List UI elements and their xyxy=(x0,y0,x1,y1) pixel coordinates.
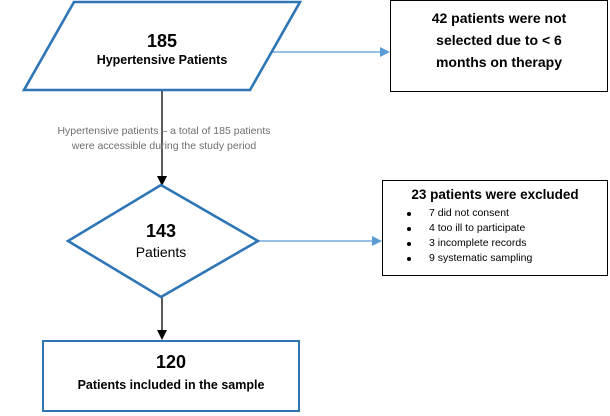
start-label: Hypertensive Patients xyxy=(96,53,228,67)
start-parallelogram xyxy=(21,0,303,92)
bullet-icon xyxy=(407,241,411,246)
excluded-reason-item: 9 systematic sampling xyxy=(383,251,607,266)
note-annotation: Hypertensive patients – a total of 185 p… xyxy=(14,124,314,154)
bullet-icon xyxy=(407,226,411,231)
middle-diamond xyxy=(65,183,261,299)
excluded-reason-item: 4 too ill to participate xyxy=(383,221,607,236)
excluded-reason-text: 9 systematic sampling xyxy=(429,252,533,264)
excluded-reason-text: 4 too ill to participate xyxy=(429,222,526,234)
middle-count: 143 xyxy=(145,221,177,241)
not-selected-line-3: months on therapy xyxy=(435,54,562,70)
final-label: Patients included in the sample xyxy=(77,378,265,392)
bullet-icon xyxy=(407,211,411,216)
bullet-icon xyxy=(407,256,411,261)
note-line-2: were accessible during the study period xyxy=(71,140,257,153)
note-line-1: Hypertensive patients – a total of 185 p… xyxy=(57,125,271,137)
start-node-text: 185 Hypertensive Patients xyxy=(40,30,284,68)
middle-label: Patients xyxy=(135,244,187,260)
excluded-reason-item: 7 did not consent xyxy=(383,206,607,221)
excluded-reasons-list: 7 did not consent 4 too ill to participa… xyxy=(383,206,607,266)
not-selected-box: 42 patients were not selected due to < 6… xyxy=(390,0,608,92)
not-selected-text: 42 patients were not selected due to < 6… xyxy=(391,7,607,73)
final-count: 120 xyxy=(155,352,187,372)
final-node-text: 120 Patients included in the sample xyxy=(44,350,298,396)
final-box: 120 Patients included in the sample xyxy=(42,340,300,412)
excluded-reason-text: 7 did not consent xyxy=(429,207,509,219)
excluded-title: 23 patients were excluded xyxy=(411,187,579,202)
excluded-reason-text: 3 incomplete records xyxy=(429,237,527,249)
start-count: 185 xyxy=(146,31,178,51)
not-selected-line-2: selected due to < 6 xyxy=(436,32,562,48)
excluded-reason-item: 3 incomplete records xyxy=(383,236,607,251)
excluded-box: 23 patients were excluded 7 did not cons… xyxy=(382,180,608,276)
middle-node-text: 143 Patients xyxy=(90,220,232,262)
not-selected-line-1: 42 patients were not xyxy=(431,10,567,26)
